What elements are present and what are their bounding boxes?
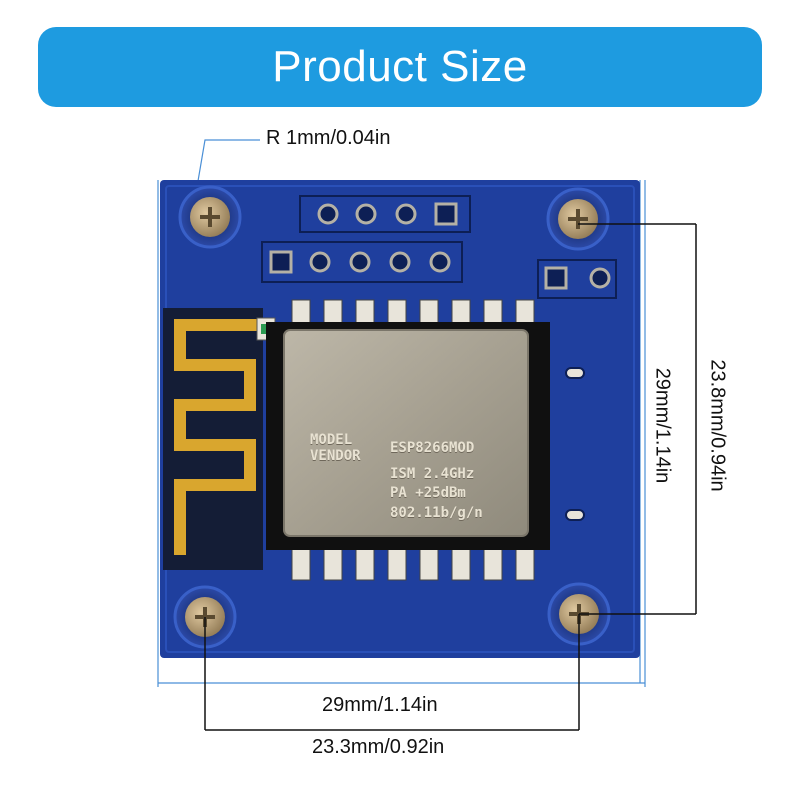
module-name: ESP8266MOD [390,440,475,456]
module-standard: 802.11b/g/n [390,505,483,521]
hole-spacing-horizontal-label: 23.3mm/0.92in [312,736,445,758]
antenna-trace [174,319,258,555]
module-power: PA +25dBm [390,485,466,501]
header-top [299,195,471,233]
header-bottom [261,241,463,283]
rf-shield [283,329,529,537]
header-right [537,259,617,299]
board-width-label: 29mm/1.14in [322,694,438,716]
corner-radius-label: R 1mm/0.04in [266,127,391,149]
module-band: ISM 2.4GHz [390,466,475,482]
title-banner: Product Size [38,27,762,107]
module-model-label: MODEL [310,432,353,448]
board-height-label: 29mm/1.14in [651,367,674,484]
module-vendor-label: VENDOR [310,448,361,464]
hole-spacing-lines [204,223,697,731]
banner-title: Product Size [272,42,528,91]
hole-spacing-vertical-label: 23.8mm/0.94in [706,359,729,492]
